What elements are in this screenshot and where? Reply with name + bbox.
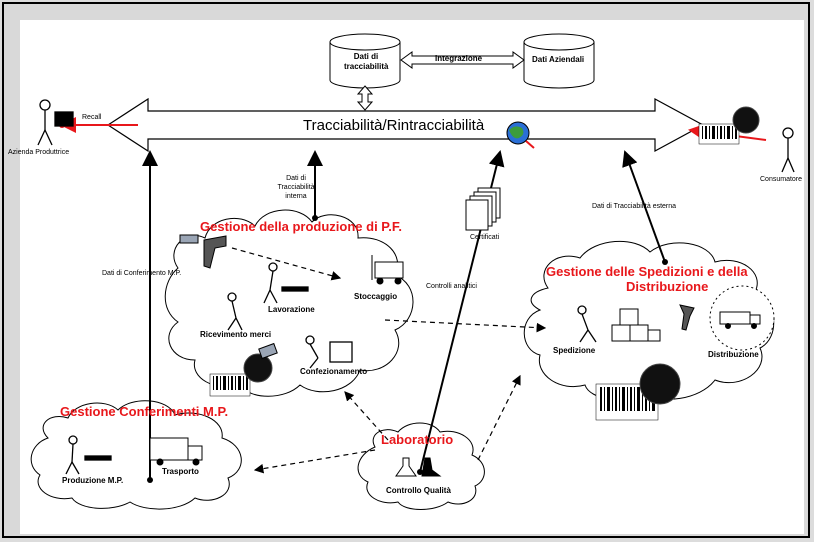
integrazione-label: Integrazione [435,54,483,63]
forklift-icon [371,255,404,285]
stoccaggio-label: Stoccaggio [354,292,398,301]
scanner-icon [203,235,695,331]
produzione-mp-label: Produzione M.P. [62,476,124,485]
consumatore-label: Consumatore [760,176,803,183]
person-icon [37,99,795,475]
dati-aziendali-label: Dati Aziendali [532,55,585,64]
db-cylinder-aziendali [523,33,595,89]
flow-esterna-label: Dati di Tracciabilità esterna [592,203,677,210]
laboratorio-title: Laboratorio [381,432,454,447]
certificati-icon [465,187,501,231]
lab-icon [395,457,442,477]
barcode-tag-consumer [698,106,760,145]
cloud-conferimenti [30,400,242,510]
device-icon [179,234,278,360]
banner-title: Tracciabilità/Rintracciabilità [303,117,485,134]
globe-icon [506,121,535,149]
flow-conferimento-label: Dati di Conferimento M.P. [102,270,182,277]
barcode-tag-conferimenti [209,353,273,397]
db-cylinder-tracciabilita [329,33,401,89]
db-tracciabilita-label: Dati di tracciabilità [344,52,389,71]
spedizioni-title-2: Distribuzione [626,279,709,294]
confezionamento-label: Confezionamento [300,367,368,376]
spedizioni-title-1: Gestione delle Spedizioni e della [546,264,748,279]
flow-certificati-label: Certificati [470,234,500,241]
dashed-connectors [231,247,547,474]
boxes-icon [611,308,661,342]
truck-icon [149,437,203,466]
produzione-title: Gestione della produzione di P.F. [200,219,403,234]
ricevimento-label: Ricevimento merci [200,330,272,339]
trasporto-label: Trasporto [162,467,199,476]
cloud-spedizioni [523,240,775,400]
recall-label: Recall [82,114,102,121]
db-banner-connector [356,85,374,111]
conferimenti-title: Gestione Conferimenti M.P. [60,404,229,419]
controllo-qualita-label: Controllo Qualità [386,486,451,495]
azienda-label: Azienda Produttrice [8,149,70,156]
flow-interna-label: Dati di Tracciabilità interna [277,175,315,200]
spedizione-label: Spedizione [553,346,596,355]
flow-controlli-label: Controlli analitici [426,283,477,290]
distribution-truck-icon [709,285,775,351]
distribuzione-label: Distribuzione [708,350,759,359]
cloud-produzione [164,209,414,397]
barcode-tag-spedizioni [595,363,681,421]
lavorazione-label: Lavorazione [268,305,315,314]
integrazione-arrow [400,51,525,69]
